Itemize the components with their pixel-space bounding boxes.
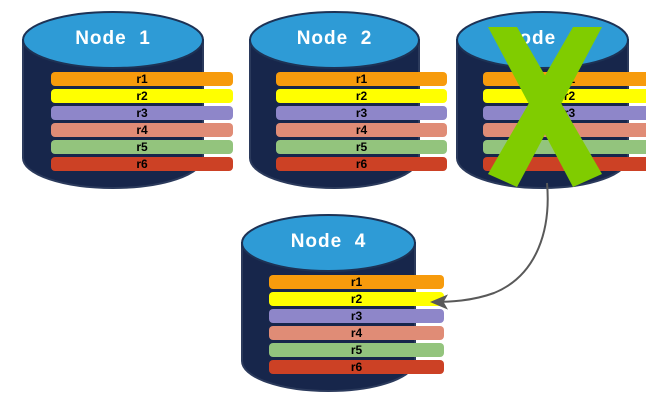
node-2-row-r1[interactable]: r1 (276, 72, 447, 86)
row-label: r6 (563, 157, 576, 171)
row-label: r2 (563, 89, 576, 103)
node-1-row-r5[interactable]: r5 (51, 140, 233, 154)
row-label: r2 (355, 89, 368, 103)
node-1-row-r1[interactable]: r1 (51, 72, 233, 86)
row-label: r5 (136, 140, 148, 154)
row-label: r4 (563, 123, 576, 137)
row-label: r3 (136, 106, 148, 120)
node-4-row-r4[interactable]: r4 (269, 326, 444, 340)
node-3-row-r6[interactable]: r6 (483, 157, 646, 171)
node-4-rows: r1 r2 r3 r4 r5 r6 (241, 275, 472, 374)
row-label: r2 (136, 89, 148, 103)
node-3-row-r5[interactable]: r5 (483, 140, 646, 154)
node-2-row-r6[interactable]: r6 (276, 157, 447, 171)
node-4-row-r3[interactable]: r3 (269, 309, 444, 323)
node-4-row-r5[interactable]: r5 (269, 343, 444, 357)
row-label: r3 (350, 309, 363, 323)
node-4-row-r2[interactable]: r2 (269, 292, 444, 306)
node-3-row-r1[interactable]: r1 (483, 72, 646, 86)
node-2-row-r5[interactable]: r5 (276, 140, 447, 154)
row-label: r4 (350, 326, 363, 340)
node-1-rows: r1 r2 r3 r4 r5 r6 (22, 72, 262, 171)
row-label: r6 (355, 157, 368, 171)
node-4[interactable]: Node 4 r1 r2 r3 r4 r5 r6 (241, 213, 444, 392)
row-label: r3 (563, 106, 576, 120)
row-label: r5 (350, 343, 363, 357)
row-label: r6 (136, 157, 148, 171)
row-label: r1 (563, 72, 576, 86)
node-1-row-r3[interactable]: r3 (51, 106, 233, 120)
node-1-row-r2[interactable]: r2 (51, 89, 233, 103)
node-3-row-r3[interactable]: r3 (483, 106, 646, 120)
node-2-row-r4[interactable]: r4 (276, 123, 447, 137)
node-2-rows: r1 r2 r3 r4 r5 r6 (249, 72, 474, 171)
node-3-row-r4[interactable]: r4 (483, 123, 646, 137)
row-label: r3 (355, 106, 368, 120)
row-label: r1 (136, 72, 148, 86)
row-label: r5 (355, 140, 368, 154)
node-1-row-r4[interactable]: r4 (51, 123, 233, 137)
row-label: r6 (350, 360, 363, 374)
row-label: r1 (355, 72, 368, 86)
row-label: r1 (350, 275, 363, 289)
node-1[interactable]: Node 1 r1 r2 r3 r4 r5 r6 (22, 10, 233, 189)
node-3-rows: r1 r2 r3 r4 r5 r6 (456, 72, 646, 171)
node-3[interactable]: Node 3 r1 r2 r3 r4 r5 r6 (456, 10, 646, 189)
node-2[interactable]: Node 2 r1 r2 r3 r4 r5 r6 (249, 10, 447, 189)
node-2-row-r2[interactable]: r2 (276, 89, 447, 103)
node-2-row-r3[interactable]: r3 (276, 106, 447, 120)
node-4-row-r6[interactable]: r6 (269, 360, 444, 374)
node-3-row-r2[interactable]: r2 (483, 89, 646, 103)
row-label: r4 (136, 123, 148, 137)
node-4-row-r1[interactable]: r1 (269, 275, 444, 289)
node-1-row-r6[interactable]: r6 (51, 157, 233, 171)
row-label: r4 (355, 123, 368, 137)
row-label: r2 (350, 292, 363, 306)
row-label: r5 (563, 140, 576, 154)
